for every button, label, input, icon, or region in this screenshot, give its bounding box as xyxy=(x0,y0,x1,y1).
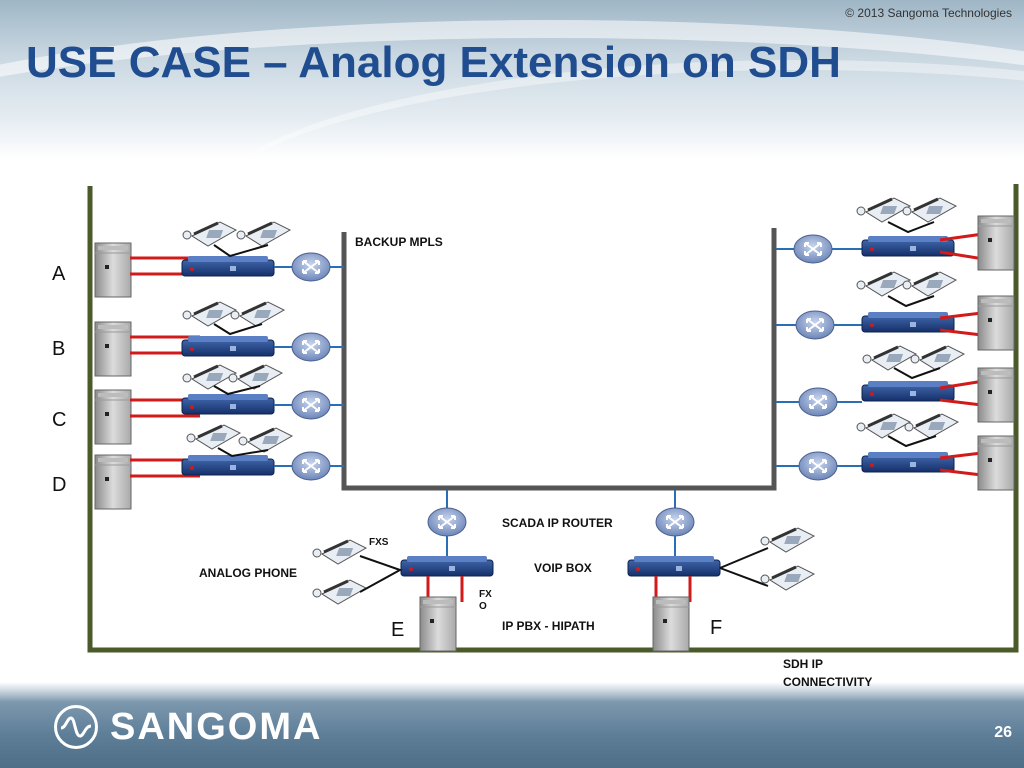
site-label-f: F xyxy=(710,617,722,639)
fxo-label-line1: FX xyxy=(479,589,492,600)
site-a xyxy=(94,220,344,298)
right-site-3 xyxy=(776,344,1015,423)
site-e xyxy=(311,490,494,652)
site-label-b: B xyxy=(52,338,65,360)
site-d xyxy=(94,423,344,510)
voip-box-label: VOIP BOX xyxy=(534,561,592,575)
sdh-boundary xyxy=(87,184,1019,653)
brand-name: SANGOMA xyxy=(110,706,323,748)
fxo-label-line2: O xyxy=(479,601,487,612)
sdh-label-line2: CONNECTIVITY xyxy=(783,675,873,689)
ip-pbx-label: IP PBX - HIPATH xyxy=(502,619,595,633)
analog-phone-label: ANALOG PHONE xyxy=(199,566,297,580)
slide-title: USE CASE – Analog Extension on SDH xyxy=(26,38,841,87)
copyright: © 2013 Sangoma Technologies xyxy=(845,6,1012,20)
site-label-d: D xyxy=(52,474,66,496)
site-label-a: A xyxy=(52,263,66,285)
backup-mpls-label: BACKUP MPLS xyxy=(355,235,443,249)
header-background xyxy=(0,0,1024,160)
left-sites xyxy=(94,220,344,510)
scada-router-label: SCADA IP ROUTER xyxy=(502,516,613,530)
site-f xyxy=(627,490,816,652)
fxs-label: FXS xyxy=(369,537,389,548)
site-c xyxy=(94,363,344,445)
right-site-1 xyxy=(776,196,1015,271)
sdh-label-line1: SDH IP xyxy=(783,657,823,671)
backup-mpls-network xyxy=(341,228,777,491)
right-sites xyxy=(776,196,1015,491)
sangoma-wave-icon xyxy=(54,705,98,749)
right-site-4 xyxy=(776,412,1015,491)
page-number: 26 xyxy=(994,724,1012,741)
site-b xyxy=(94,300,344,377)
site-label-c: C xyxy=(52,409,66,431)
right-site-2 xyxy=(776,270,1015,351)
footer-bar xyxy=(0,682,1024,768)
network-diagram: A B C D E F BACKUP MPLS SCADA IP ROUTER … xyxy=(52,184,1019,671)
site-label-e: E xyxy=(391,619,404,641)
